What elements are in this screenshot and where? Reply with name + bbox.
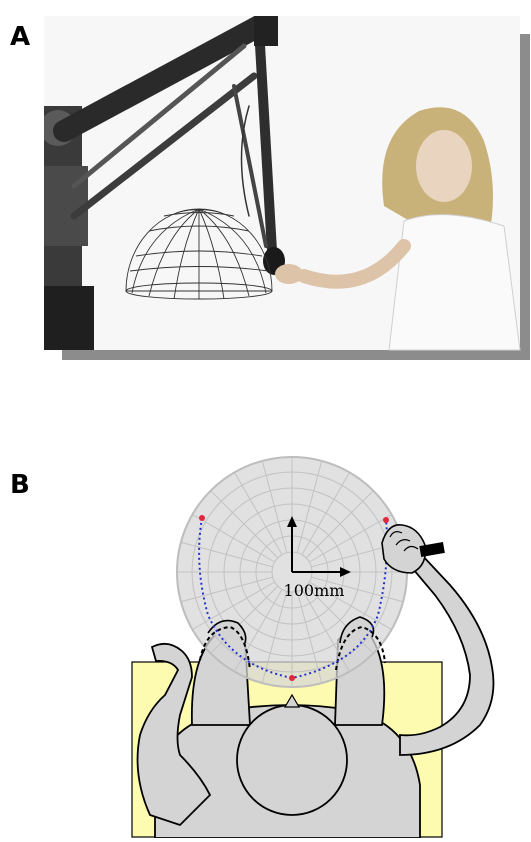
photo-panel (44, 16, 530, 360)
scale-label: 100mm (284, 581, 345, 600)
robot-arm-photo (44, 16, 530, 360)
workspace-diagram: 100mm (120, 455, 525, 838)
panel-b-label: B (10, 470, 30, 500)
target-bottom (289, 675, 295, 681)
target-left (199, 515, 205, 521)
panel-a-label: A (10, 22, 30, 52)
head (237, 705, 347, 815)
schematic-panel: 100mm (120, 455, 525, 838)
grasping-hand (382, 525, 445, 573)
target-right (383, 517, 389, 523)
